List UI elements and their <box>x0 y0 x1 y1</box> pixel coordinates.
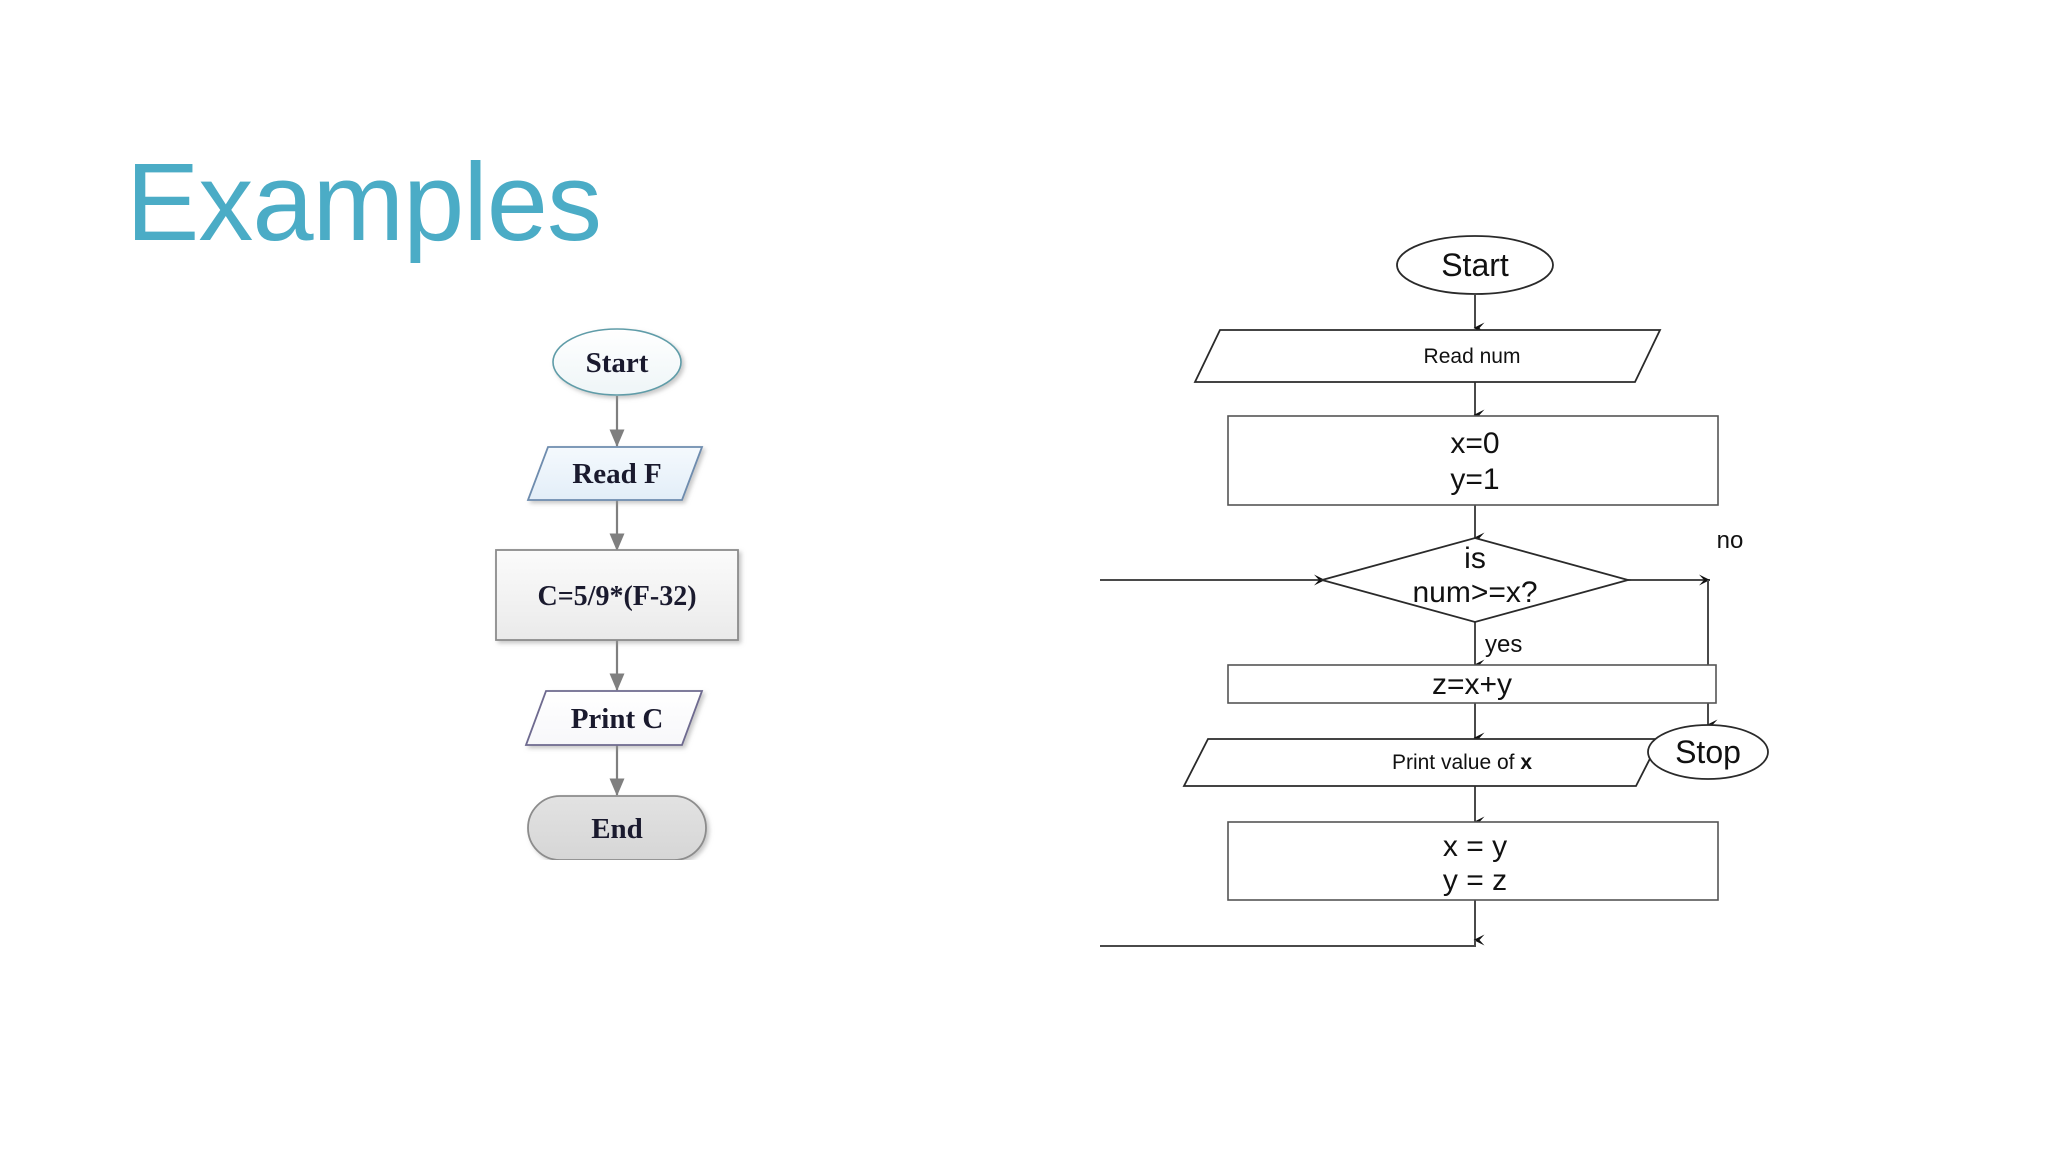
node-print-c-label: Print C <box>571 703 664 735</box>
node-end-label: End <box>591 813 643 845</box>
node-decision-label-line1: is <box>1464 542 1486 575</box>
node-init-label-line1: x=0 <box>1450 427 1499 460</box>
node-print-x-label-var: x <box>1520 751 1532 774</box>
node-shift-label-line2: y = z <box>1443 864 1507 897</box>
node-read-num: Read num <box>1193 329 1662 383</box>
node-compute: C=5/9*(F-32) <box>495 549 739 641</box>
start-ellipse-shape <box>1396 235 1554 295</box>
node-read-f: Read F <box>526 446 704 501</box>
node-shift: x = y y = z <box>1227 821 1719 901</box>
edge-loop-bottom-horizontal <box>1100 940 1476 947</box>
shift-rect-shape <box>1227 821 1719 901</box>
flowchart-left: Start Read F C=5/9*(F-32) Print C End <box>495 328 739 860</box>
init-rect-shape <box>1227 415 1719 506</box>
end-stadium-shape <box>527 795 707 860</box>
node-decision-label-line2: num>=x? <box>1412 576 1537 609</box>
node-sum: z=x+y <box>1227 664 1717 704</box>
node-init: x=0 y=1 <box>1227 415 1719 506</box>
node-shift-label-line1: x = y <box>1443 830 1507 863</box>
edge-label-yes: yes <box>1485 631 1522 658</box>
start-ellipse-shape <box>552 328 682 396</box>
node-start-label: Start <box>586 347 649 379</box>
node-compute-label: C=5/9*(F-32) <box>537 581 696 612</box>
stop-ellipse-shape <box>1647 724 1769 780</box>
read-f-parallelogram-shape <box>526 446 704 501</box>
read-num-parallelogram-shape <box>1193 329 1662 383</box>
flowchart-right: Start Read num x=0 y=1 is num>=x? no yes… <box>1100 235 1769 947</box>
print-c-parallelogram-shape <box>524 690 704 746</box>
node-read-num-label: Read num <box>1424 345 1521 368</box>
node-init-label-line2: y=1 <box>1450 463 1499 496</box>
node-decision: is num>=x? <box>1318 537 1632 623</box>
node-end: End <box>527 795 707 860</box>
sum-rect-shape <box>1227 664 1717 704</box>
node-print-x-label-prefix: Print value of <box>1392 751 1520 774</box>
edge-label-no: no <box>1717 527 1744 554</box>
node-start: Start <box>1396 235 1554 295</box>
page-title: Examples <box>126 141 602 264</box>
node-print-c: Print C <box>524 690 704 746</box>
node-print-x: Print value of x <box>1182 738 1662 787</box>
node-read-f-label: Read F <box>572 458 661 490</box>
node-stop-label: Stop <box>1675 734 1741 770</box>
print-x-parallelogram-shape <box>1182 738 1662 787</box>
node-start: Start <box>552 328 682 396</box>
decision-diamond-shape <box>1318 537 1632 623</box>
node-sum-label: z=x+y <box>1432 668 1512 701</box>
node-stop: Stop <box>1647 724 1769 780</box>
compute-rect-shape <box>495 549 739 641</box>
node-print-x-label: Print value of x <box>1392 751 1532 774</box>
node-start-label: Start <box>1441 247 1509 283</box>
